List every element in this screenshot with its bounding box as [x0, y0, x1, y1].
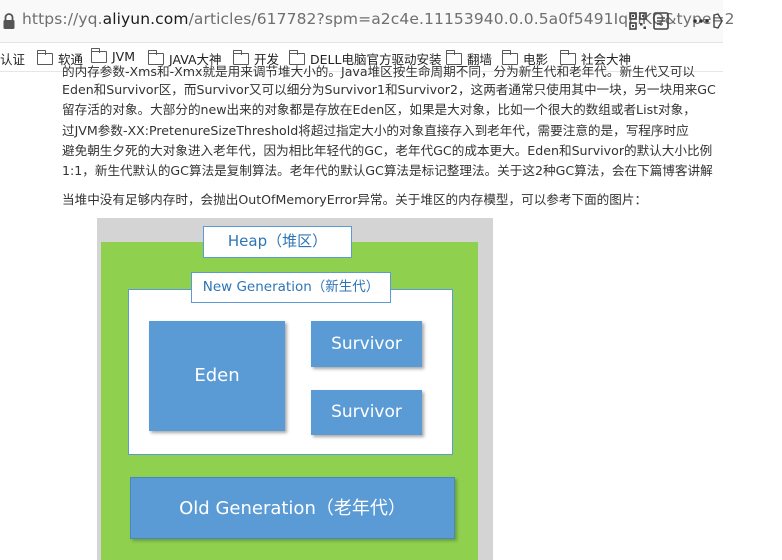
- url-path: /articles/617782?spm=a2c4e.11153940.0.0.…: [188, 10, 735, 28]
- bookmark-label: DELL电脑官方驱动安装: [310, 52, 442, 67]
- bookmark-label: 社会大神: [581, 52, 632, 67]
- bookmark-folder-java-dashen[interactable]: JAVA大神: [147, 49, 222, 68]
- bookmark-label: 认证: [0, 52, 26, 67]
- bookmark-folder-dell-drivers[interactable]: DELL电脑官方驱动安装: [288, 49, 442, 68]
- bookmark-label: 软通: [58, 52, 84, 67]
- bookmark-folder-fanqiang[interactable]: 翻墙: [445, 49, 493, 68]
- article-line: 留存活的对象。大部分的new出来的对象都是存放在Eden区，如果是大对象，比如一…: [62, 102, 696, 117]
- eden-block: Eden: [149, 321, 285, 431]
- bookmark-label: JVM: [112, 49, 136, 64]
- folder-icon: [445, 49, 462, 65]
- bookmark-item-renzheng[interactable]: 认证: [0, 49, 25, 68]
- folder-icon: [559, 49, 576, 65]
- article-line: 当堆中没有足够内存时，会抛出OutOfMemoryError异常。关于堆区的内存…: [62, 192, 648, 207]
- url-prefix: https://yq.: [22, 10, 103, 28]
- bookmarks-toolbar: 认证 软通 JVM JAVA大神 开发 DELL电脑官方驱动安装 翻墙 电影 社…: [0, 43, 723, 72]
- bookmark-label: 翻墙: [467, 52, 493, 67]
- bookmark-folder-ruantong[interactable]: 软通: [36, 49, 84, 68]
- article-line: Eden和Survivor区，而Survivor又可以细分为Survivor1和…: [62, 82, 716, 97]
- bookmark-folder-shehui-dashen[interactable]: 社会大神: [559, 49, 632, 68]
- folder-icon: [232, 49, 249, 65]
- bookmark-star-icon[interactable]: [713, 11, 723, 31]
- article-line: 1:1，新生代默认的GC算法是复制算法。老年代的默认GC算法是标记整理法。关于这…: [62, 163, 713, 178]
- folder-icon: [147, 49, 164, 65]
- url-domain: aliyun.com: [102, 10, 189, 28]
- folder-icon: [288, 49, 305, 65]
- new-generation-label: New Generation（新生代）: [191, 272, 391, 303]
- survivor-block-2: Survivor: [311, 390, 422, 435]
- lock-icon[interactable]: [2, 12, 16, 30]
- bookmark-folder-dianying[interactable]: 电影: [501, 49, 549, 68]
- bookmark-label: 电影: [523, 52, 549, 67]
- heap-label: Heap（堆区）: [203, 226, 352, 258]
- bookmark-label: JAVA大神: [169, 52, 222, 67]
- article-line: 的内存参数-Xms和-Xmx就是用来调节堆大小的。Java堆区按生命周期不同，分…: [62, 64, 696, 79]
- article-line: 避免朝生夕死的大对象进入老年代，因为相比年轻代的GC，老年代GC的成本更大。Ed…: [62, 143, 713, 158]
- folder-icon: [501, 49, 518, 65]
- survivor-block-1: Survivor: [311, 321, 422, 367]
- bookmark-label: 开发: [254, 52, 280, 67]
- old-generation-block: Old Generation（老年代）: [130, 477, 455, 539]
- article-line: 过JVM参数-XX:PretenureSizeThreshold将超过指定大小的…: [62, 123, 689, 138]
- more-options-icon[interactable]: [691, 11, 711, 31]
- bookmark-folder-jvm[interactable]: JVM: [90, 47, 136, 64]
- address-bar: https://yq.aliyun.com/articles/617782?sp…: [0, 0, 734, 43]
- bookmark-folder-kaifa[interactable]: 开发: [232, 49, 280, 68]
- qr-code-icon[interactable]: [628, 11, 648, 31]
- folder-icon: [90, 47, 107, 63]
- url-field[interactable]: https://yq.aliyun.com/articles/617782?sp…: [22, 10, 735, 28]
- reader-view-icon[interactable]: [651, 11, 671, 31]
- article-content: 的内存参数-Xms和-Xmx就是用来调节堆大小的。Java堆区按生命周期不同，分…: [0, 64, 723, 560]
- folder-icon: [36, 49, 53, 65]
